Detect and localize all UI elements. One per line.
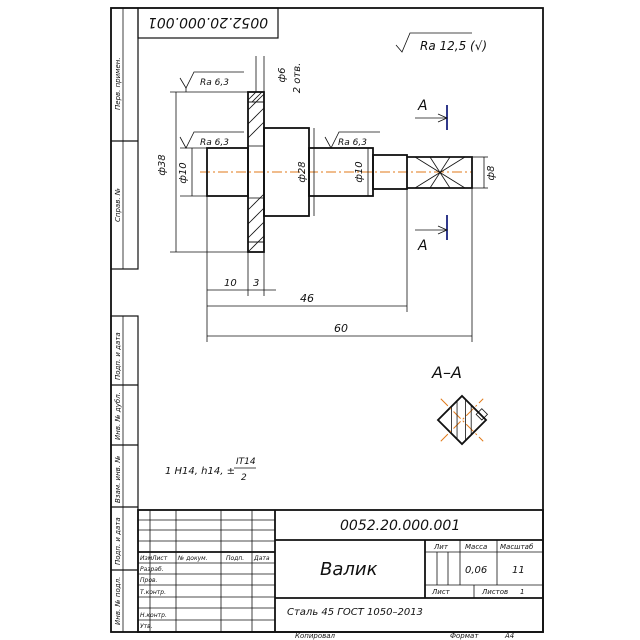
flange-holes <box>247 91 265 253</box>
svg-text:Масштаб: Масштаб <box>500 543 534 551</box>
svg-text:10: 10 <box>224 278 237 289</box>
svg-text:3: 3 <box>253 278 259 289</box>
tb-scale: 11 <box>512 565 525 576</box>
roughness-general-sign <box>395 32 472 53</box>
section-marker-top: A <box>415 98 448 130</box>
svg-text:Дата: Дата <box>253 555 270 562</box>
dim-d8: ф8 <box>472 156 497 189</box>
roughness-general: Ra 12,5 (√) <box>420 39 487 53</box>
left-upper-strip <box>110 7 139 270</box>
side-label-podp1: Подп. и дата <box>114 332 122 380</box>
tb-designation: 0052.20.000.001 <box>340 518 460 534</box>
dim-46: 46 <box>207 189 408 312</box>
svg-text:Ra 6,3: Ra 6,3 <box>338 138 367 148</box>
roughness-mid: Ra 6,3 <box>324 131 380 149</box>
svg-text:ф28: ф28 <box>297 161 308 182</box>
svg-text:Ra 6,3: Ra 6,3 <box>200 138 229 148</box>
tb-material: Сталь 45 ГОСТ 1050–2013 <box>287 607 423 618</box>
tb-name: Валик <box>320 559 378 580</box>
roughness-left: Ra 6,3 <box>179 131 244 149</box>
svg-text:ф6: ф6 <box>277 68 288 83</box>
svg-text:60: 60 <box>334 322 348 335</box>
svg-text:Пров.: Пров. <box>140 577 158 584</box>
footer-format-label: Формат <box>450 632 479 640</box>
svg-text:Изм: Изм <box>140 555 153 562</box>
side-label-sprav: Справ. № <box>114 188 122 222</box>
left-lower-strip <box>110 315 139 633</box>
svg-text:1: 1 <box>520 588 524 596</box>
section-marker-bottom: A <box>415 215 448 254</box>
dim-10-3: 10 3 <box>206 196 276 342</box>
svg-text:ф10: ф10 <box>354 161 365 182</box>
svg-text:ф10: ф10 <box>178 162 189 183</box>
side-label-perv: Перв. примен. <box>114 57 122 110</box>
svg-text:IT14: IT14 <box>236 457 256 467</box>
svg-text:Лист: Лист <box>431 588 451 596</box>
footer-copied: Копировал <box>295 632 336 640</box>
side-label-podp2: Подп. и дата <box>114 517 122 565</box>
section-mark-top: A <box>417 98 428 114</box>
svg-text:Листов: Листов <box>481 588 508 596</box>
dim-d10-right: ф10 <box>354 148 369 196</box>
svg-text:Утв.: Утв. <box>140 623 153 630</box>
svg-text:2 отв.: 2 отв. <box>292 63 303 94</box>
side-label-vzam: Взам. инв. № <box>114 455 122 503</box>
dim-60: 60 <box>207 188 473 342</box>
svg-text:Ra 6,3: Ra 6,3 <box>200 78 229 88</box>
title-block: 0052.20.000.001 Валик Сталь 45 ГОСТ 1050… <box>137 509 544 633</box>
section-title: A–A <box>431 363 462 382</box>
dim-d38: ф38 <box>157 91 248 253</box>
svg-text:1 H14, h14, ±: 1 H14, h14, ± <box>165 466 235 477</box>
section-mark-bottom: A <box>417 238 428 254</box>
svg-text:Подп.: Подп. <box>226 555 244 562</box>
dim-d28: ф28 <box>297 128 315 216</box>
top-code-box <box>137 7 279 39</box>
side-label-inv-dubl: Инв. № дубл. <box>114 392 122 440</box>
svg-text:Т.контр.: Т.контр. <box>140 589 166 596</box>
svg-text:Масса: Масса <box>465 543 487 551</box>
tolerance-note: 1 H14, h14, ± IT14 2 <box>165 457 256 483</box>
svg-text:ф8: ф8 <box>486 166 497 181</box>
svg-text:№ докум.: № докум. <box>177 555 208 562</box>
svg-text:Лист: Лист <box>151 555 168 562</box>
svg-text:2: 2 <box>241 473 247 483</box>
section-view <box>436 394 489 446</box>
roughness-top: Ra 6,3 <box>179 71 244 92</box>
svg-text:ф38: ф38 <box>157 154 168 175</box>
dim-d6-holes: ф6 2 отв. <box>255 56 303 94</box>
tb-mass: 0,06 <box>465 565 487 576</box>
dim-d10-left: ф10 <box>178 147 207 197</box>
svg-text:Н.контр.: Н.контр. <box>140 612 167 619</box>
top-code: 0052.20.000.001 <box>148 14 268 30</box>
svg-text:46: 46 <box>300 292 314 305</box>
svg-text:Разраб.: Разраб. <box>140 566 164 573</box>
svg-text:Лит: Лит <box>433 543 449 551</box>
square-flats <box>414 156 466 189</box>
side-label-inv-podl: Инв. № подл. <box>114 577 122 625</box>
footer-format-value: А4 <box>504 632 514 640</box>
